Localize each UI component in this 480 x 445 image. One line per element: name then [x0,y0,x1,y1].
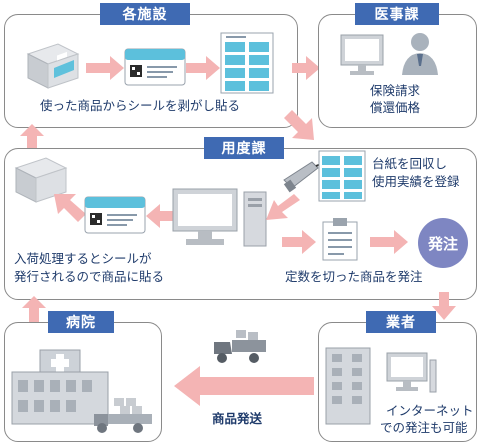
person-icon [402,33,438,75]
hospital-building-icon [11,349,109,425]
truck-icon [94,398,152,433]
facility-caption: 使った商品からシールを剥がし貼る [40,98,241,113]
supply-order-caption: 定数を切った商品を発注 [285,269,423,284]
hospital-title: 病院 [48,311,114,333]
supply-title: 用度課 [204,137,284,159]
flow-arrow [54,194,86,222]
supply-collect-line2: 使用実績を登録 [372,174,460,189]
supply-receive-line1: 入荷処理するとシールが [14,251,152,266]
box-icon [26,43,80,89]
label-sheet-icon [318,150,366,202]
flow-arrow [266,194,300,220]
flow-arrow [20,124,44,150]
order-badge: 発注 [418,218,468,268]
computer-icon [172,188,267,247]
supply-receive-line2: 発行されるので商品に貼る [14,269,165,284]
monitor-icon [386,352,437,393]
vendor-line1: インターネット [386,403,474,418]
vendor-title: 業者 [366,311,436,333]
flow-arrow [146,204,180,228]
clipboard-icon [322,218,358,261]
truck-icon [214,330,266,363]
monitor-icon [340,34,384,75]
shipping-label: 商品発送 [212,411,263,426]
supply-collect-line1: 台紙を回収し [372,156,448,171]
flow-arrow [370,230,408,254]
vendor-line2: での発注も可能 [380,420,468,435]
flow-arrow [284,110,314,140]
flow-arrow [22,296,46,322]
medical-title: 医事課 [355,3,439,25]
flow-arrow [86,56,124,80]
sticker-label-icon [124,48,186,86]
flow-arrow [432,292,456,320]
facility-title: 各施設 [100,3,190,25]
box-icon [14,157,68,203]
office-building-icon [325,347,371,425]
flow-arrow [186,56,220,80]
sticker-label-icon [84,196,146,234]
label-sheet-icon [220,32,274,94]
medical-line1: 保険請求 [370,83,421,98]
flow-arrow [282,230,316,254]
shipping-arrow [174,366,314,406]
flow-arrow [292,56,320,80]
medical-line2: 償還価格 [370,100,421,115]
